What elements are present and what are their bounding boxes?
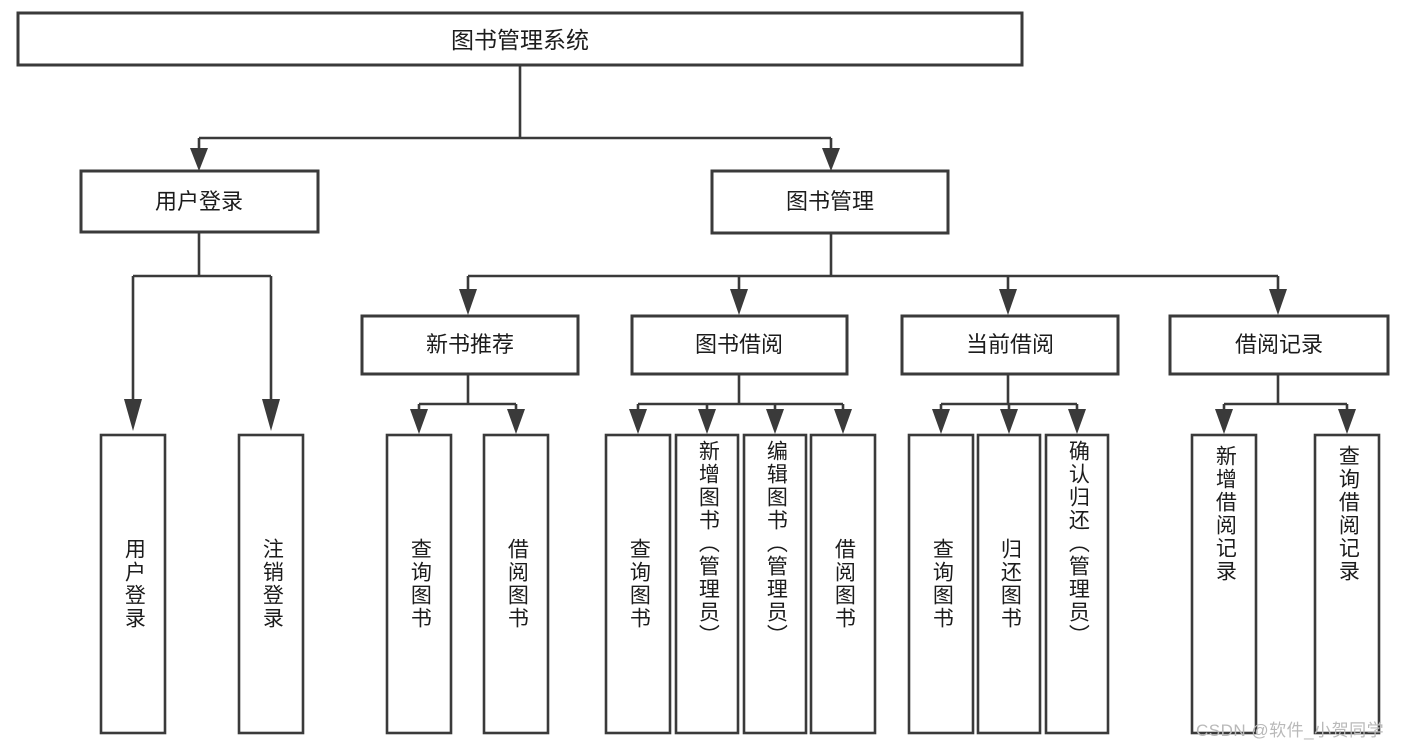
label-current-borrow: 当前借阅	[966, 332, 1054, 357]
arrowhead-leaf-add-record	[1215, 409, 1233, 434]
node-leaf-borrow-book-2[interactable]	[809, 433, 877, 735]
node-leaf-query-book-1[interactable]	[385, 433, 453, 735]
arrowhead-leaf-confirm-return	[1068, 409, 1086, 434]
node-leaf-edit-book[interactable]	[742, 433, 808, 735]
arrowhead-leaf-logout	[262, 399, 280, 431]
arrowhead-user-login	[190, 148, 208, 171]
label-root: 图书管理系统	[451, 27, 589, 53]
arrowhead-new-book-recommend	[459, 289, 477, 315]
label-book-management: 图书管理	[786, 189, 874, 214]
node-leaf-borrow-book-1[interactable]	[482, 433, 550, 735]
arrowhead-leaf-query-book-1	[410, 409, 428, 434]
connector-layer	[124, 65, 1356, 434]
node-borrow-record[interactable]	[1168, 314, 1390, 376]
arrowhead-leaf-return-book	[1000, 409, 1018, 434]
arrowhead-borrow-record	[1269, 289, 1287, 315]
label-book-borrow: 图书借阅	[695, 332, 783, 357]
arrowhead-leaf-query-book-2	[629, 409, 647, 434]
node-leaf-query-book-3[interactable]	[907, 433, 975, 735]
node-user-login[interactable]	[79, 169, 320, 234]
node-leaf-query-book-2[interactable]	[604, 433, 672, 735]
node-leaf-return-book[interactable]	[976, 433, 1042, 735]
node-leaf-user-login[interactable]	[99, 433, 167, 735]
node-root[interactable]	[16, 11, 1024, 67]
arrowhead-leaf-query-book-3	[932, 409, 950, 434]
node-leaf-add-book[interactable]	[674, 433, 740, 735]
arrowhead-current-borrow	[999, 289, 1017, 315]
csdn-watermark: CSDN @软件_小贺同学	[1196, 721, 1385, 740]
arrowhead-leaf-query-record	[1338, 409, 1356, 434]
node-leaf-add-record[interactable]	[1190, 433, 1258, 735]
node-new-book-recommend[interactable]	[360, 314, 580, 376]
arrowhead-leaf-borrow-book-1	[507, 409, 525, 434]
arrowhead-book-management	[822, 148, 840, 171]
node-leaf-query-record[interactable]	[1313, 433, 1381, 735]
node-leaf-logout[interactable]	[237, 433, 305, 735]
arrowhead-book-borrow	[730, 289, 748, 315]
node-book-borrow[interactable]	[630, 314, 849, 376]
node-leaf-confirm-return[interactable]	[1044, 433, 1110, 735]
node-layer	[16, 11, 1390, 735]
label-new-book-recommend: 新书推荐	[426, 332, 514, 357]
label-user-login: 用户登录	[155, 189, 243, 214]
arrowhead-leaf-user-login	[124, 399, 142, 431]
arrowhead-leaf-add-book	[698, 409, 716, 434]
label-layer: 图书管理系统 用户登录 图书管理 新书推荐 图书借阅 当前借阅 借阅记录	[155, 27, 1323, 357]
node-current-borrow[interactable]	[900, 314, 1120, 376]
label-borrow-record: 借阅记录	[1235, 332, 1323, 357]
arrowhead-leaf-borrow-book-2	[834, 409, 852, 434]
arrowhead-leaf-edit-book	[766, 409, 784, 434]
node-book-management[interactable]	[710, 169, 950, 235]
